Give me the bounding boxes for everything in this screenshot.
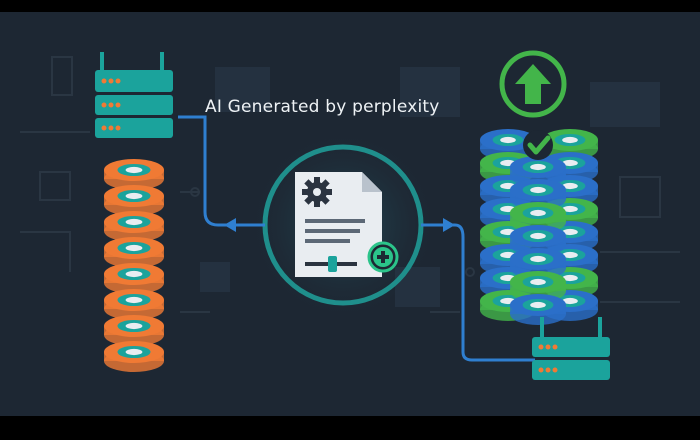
illustration <box>0 12 700 416</box>
plus-icon <box>367 241 399 273</box>
watermark-text: AI Generated by perplexity <box>205 97 440 117</box>
document-settings-icon <box>295 172 382 277</box>
circuit-background <box>20 56 680 313</box>
flow-lines <box>178 115 535 362</box>
gear-icon <box>302 177 332 207</box>
router-icon <box>532 317 610 380</box>
arrowhead-left <box>224 218 236 232</box>
upload-arrow-icon <box>499 50 567 118</box>
database-stack-icon <box>480 129 598 325</box>
arrowhead-right <box>443 218 455 232</box>
router-icon <box>95 52 173 138</box>
slider-icon <box>305 256 357 272</box>
database-stack-icon <box>104 159 164 372</box>
illustration-canvas <box>20 50 680 380</box>
checkmark-icon <box>523 130 553 160</box>
